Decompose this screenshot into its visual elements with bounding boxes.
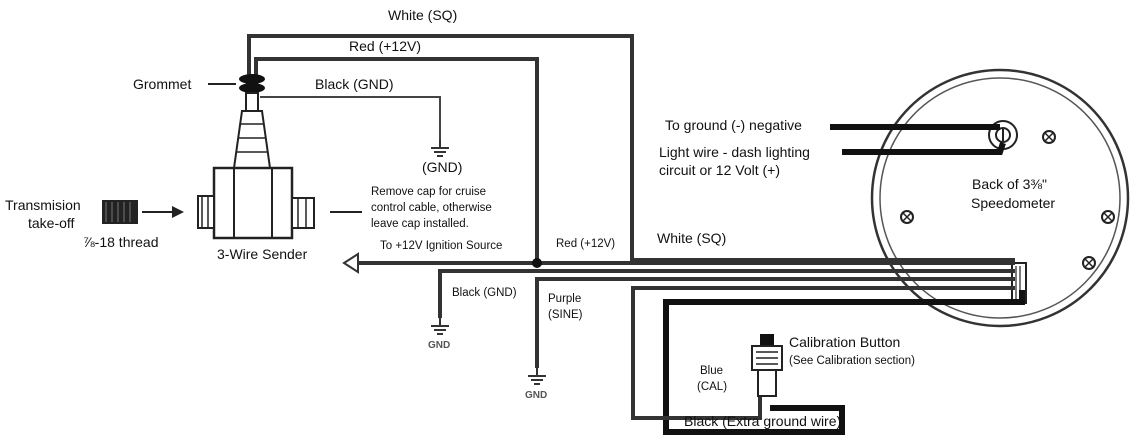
black-gnd-wire-trunk [438,269,1015,318]
label-back-of-1: Back of 3⅜" [972,176,1047,192]
label-to-ground: To ground (-) negative [665,117,802,133]
label-gnd-paren: (GND) [422,159,462,175]
blue-cal-wire-loop [631,295,762,420]
label-cal-section: (See Calibration section) [789,355,915,367]
calibration-button[interactable] [751,334,783,397]
speedometer-gauge [870,68,1130,328]
label-light-wire-2: circuit or 12 Volt (+) [659,162,780,178]
label-remove-cap-3: leave cap installed. [371,218,469,230]
lamp-wire-power [842,142,1006,155]
label-transmission-2: take-off [28,215,75,231]
label-purple-2: (SINE) [548,309,583,321]
mounting-stud [1101,210,1115,224]
mounting-stud [900,210,914,224]
label-blue-2: (CAL) [697,381,727,393]
label-thread: ⅞-18 thread [83,234,159,250]
label-remove-cap-2: control cable, otherwise [371,202,492,214]
mounting-stud [1042,130,1056,144]
label-purple-1: Purple [548,293,581,305]
black-gnd-wire-top [260,96,441,140]
grommet [239,74,265,84]
ground-symbol [528,368,546,385]
mounting-stud [1082,256,1096,270]
splice-node [532,258,542,268]
label-back-of-2: Speedometer [971,195,1055,211]
label-sender: 3-Wire Sender [217,246,308,262]
ground-symbol [431,140,449,157]
ground-symbol [431,318,449,335]
transmission-takeoff [102,200,184,224]
label-transmission-1: Transmision [5,197,81,213]
white-sq-wire [247,34,1015,262]
label-black-gnd-mid: Black (GND) [452,287,517,299]
label-remove-cap-1: Remove cap for cruise [371,186,486,198]
red-12v-wire-top [254,57,539,263]
label-white-sq-top: White (SQ) [388,7,457,23]
label-red-12v-top: Red (+12V) [349,38,421,54]
label-light-wire-1: Light wire - dash lighting [659,144,810,160]
black-extra-ground-wire [663,290,1025,435]
label-cal-button: Calibration Button [789,334,900,350]
label-red-12v-mid: Red (+12V) [556,238,615,250]
label-black-extra: Black (Extra ground wire) [684,413,841,429]
label-blue-1: Blue [700,365,723,377]
three-wire-sender [197,74,315,240]
purple-sine-wire [535,277,1015,368]
label-white-sq-mid: White (SQ) [657,230,726,246]
label-grommet: Grommet [133,76,191,92]
label-gnd-1: GND [428,340,450,351]
blue-cal-wire [631,286,1015,295]
label-black-gnd-top: Black (GND) [315,76,394,92]
label-ignition: To +12V Ignition Source [380,240,502,252]
label-gnd-2: GND [525,390,547,401]
ignition-arrow [342,252,359,274]
